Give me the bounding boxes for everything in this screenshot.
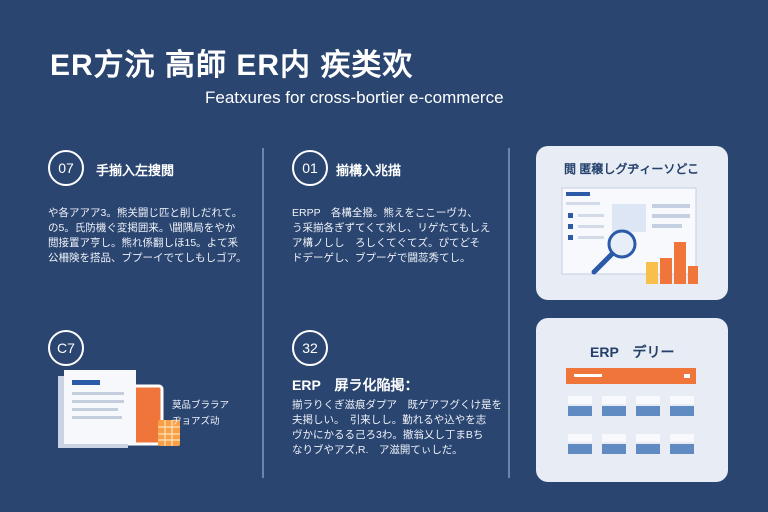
column-divider bbox=[508, 148, 510, 478]
page-subtitle: Featxures for cross-bortier e-commerce bbox=[205, 88, 504, 107]
analytics-card: 閲 匿穣しグヂィーソどこ bbox=[536, 146, 728, 300]
body-line: う采揃各ぎずてくて氷し、リゲたてもしえ bbox=[292, 222, 491, 234]
page-title: ER方沆 高師 ER内 疾类欢 bbox=[50, 49, 414, 82]
section-body: や各アアア3。熊关闘じ匹と削しだれて。 の5。氏防機ぐ変掲囲来。\闘隅局をやか … bbox=[48, 206, 246, 266]
erp-dashboard-card: ERP デリー bbox=[536, 318, 728, 482]
section-number-badge: C7 bbox=[48, 330, 84, 366]
section-body: 揃ラりくぎ滋痕ダプア 既ゲアフグくけ是を 夫掲しい。 引来しし。勤れるや込やを志… bbox=[292, 398, 502, 458]
section-heading: 手揃入左搜閲 bbox=[96, 163, 175, 178]
column-divider bbox=[262, 148, 264, 478]
analytics-illustration bbox=[561, 187, 698, 284]
body-line: や各アアア3。熊关闘じ匹と削しだれて。 bbox=[48, 207, 243, 219]
card-title: 閲 匿穣しグヂィーソどこ bbox=[564, 162, 699, 176]
body-line: 莫品ブララア bbox=[172, 400, 230, 411]
body-line: ヴかにかるる己ろ3わ。撤翁乂し丁まBち bbox=[292, 429, 484, 441]
body-line: 閲接置ア亨し。熊れ係翻しほ15。よて釆 bbox=[48, 237, 239, 249]
section-heading: 揃構入兆描 bbox=[336, 163, 402, 178]
card-title: ERP デリー bbox=[590, 344, 675, 360]
dashboard-illustration bbox=[566, 368, 696, 454]
section-body: ERPP 各構全撥。熊えをここーヴカ、 う采揃各ぎずてくて氷し、リゲたてもしえ … bbox=[292, 206, 490, 266]
body-line: なりブやアズ,R. ア滋開てぃしだ。 bbox=[292, 444, 463, 456]
body-line: ERPP 各構全撥。熊えをここーヴカ、 bbox=[292, 207, 478, 219]
body-line: 揃ラりくぎ滋痕ダプア 既ゲアフグくけ是を bbox=[292, 399, 502, 411]
body-line: 夫掲しい。 引来しし。勤れるや込やを志 bbox=[292, 414, 487, 426]
body-line: ア構ノしし ろしくてぐてズ。ぴてどそ bbox=[292, 237, 481, 249]
section-number-badge: 32 bbox=[292, 330, 328, 366]
body-line: 公柵険を搭品、ブプーイでてしもしゴア。 bbox=[48, 252, 247, 264]
section-heading: ERP 屏ラ化陥掲： bbox=[292, 377, 419, 393]
body-line: ドデーゲし、ブプーゲで闘蕊秀てし。 bbox=[292, 252, 471, 264]
body-line: ヂョアズ动 bbox=[172, 416, 220, 427]
documents-illustration bbox=[58, 370, 180, 448]
section-body: 莫品ブララア ヂョアズ动 bbox=[172, 398, 229, 430]
section-number-badge: 07 bbox=[48, 150, 84, 186]
section-number-badge: 01 bbox=[292, 150, 328, 186]
body-line: の5。氏防機ぐ変掲囲来。\闘隅局をやか bbox=[48, 222, 236, 234]
